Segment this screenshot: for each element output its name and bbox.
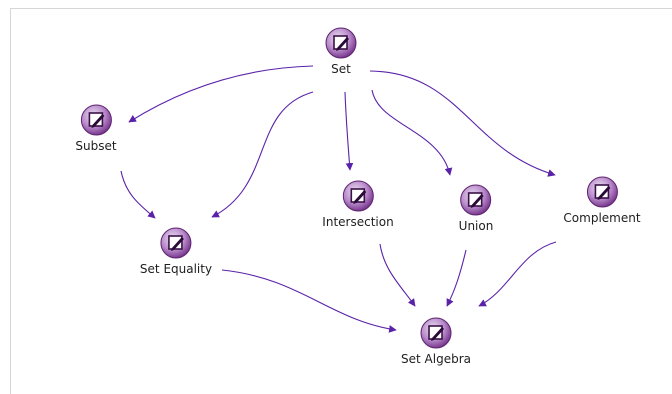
canvas-border-top	[10, 8, 672, 9]
edge-subset-set-equality	[120, 170, 156, 219]
node-set[interactable]: Set	[325, 27, 357, 76]
node-intersection[interactable]: Intersection	[322, 180, 394, 229]
edge-set-union	[371, 89, 453, 176]
node-label: Set	[331, 62, 351, 76]
node-complement[interactable]: Complement	[563, 176, 641, 225]
edit-pencil-icon	[460, 184, 492, 216]
node-label: Complement	[563, 211, 641, 225]
edge-set-set-equality	[211, 91, 314, 218]
edge-set-complement	[369, 70, 556, 177]
node-union[interactable]: Union	[458, 184, 494, 233]
node-label: Set Equality	[139, 262, 213, 276]
edit-pencil-icon	[325, 27, 357, 59]
edit-pencil-icon	[342, 180, 374, 212]
node-label: Intersection	[322, 215, 394, 229]
node-label: Set Algebra	[401, 352, 471, 366]
edge-set-subset	[128, 65, 314, 123]
edit-pencil-icon	[586, 176, 618, 208]
edit-pencil-icon	[420, 317, 452, 349]
edit-pencil-icon	[160, 227, 192, 259]
edge-complement-set-algebra	[478, 241, 557, 307]
canvas-border-left	[10, 8, 11, 394]
edge-set-equality-set-algebra	[221, 269, 397, 333]
node-label: Subset	[75, 139, 117, 153]
node-label: Union	[458, 219, 494, 233]
edit-pencil-icon	[80, 104, 112, 136]
edge-union-set-algebra	[446, 249, 467, 307]
edge-set-intersection	[344, 91, 354, 171]
node-subset[interactable]: Subset	[75, 104, 117, 153]
node-set-algebra[interactable]: Set Algebra	[401, 317, 471, 366]
node-set-equality[interactable]: Set Equality	[140, 227, 212, 276]
edge-intersection-set-algebra	[379, 243, 416, 307]
